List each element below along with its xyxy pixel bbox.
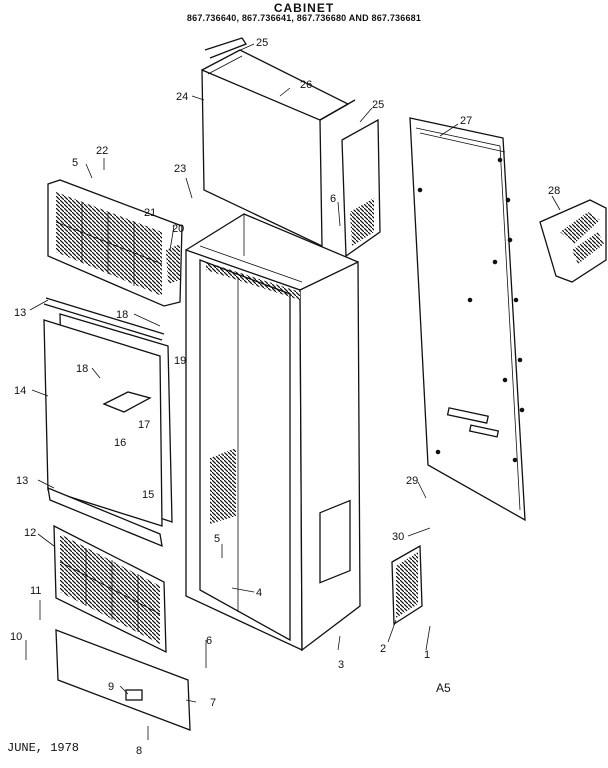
callout-6b: 6: [330, 193, 336, 205]
callout-19: 19: [174, 355, 186, 367]
model-numbers: 867.736640, 867.736641, 867.736680 AND 8…: [186, 13, 422, 23]
callout-13a: 13: [14, 307, 26, 319]
leader-lines: [25, 43, 561, 740]
callout-4: 4: [256, 587, 262, 599]
callout-25b: 25: [372, 99, 384, 111]
callout-6a: 6: [206, 635, 212, 647]
side-grille: [391, 544, 423, 626]
callout-23: 23: [174, 163, 186, 175]
callout-20: 20: [172, 223, 184, 235]
main-cabinet: [185, 213, 361, 652]
callout-16: 16: [114, 437, 126, 449]
callout-5a: 5: [72, 157, 78, 169]
upper-grille: [47, 179, 183, 307]
callout-5b: 5: [214, 533, 220, 545]
callout-1: 1: [424, 649, 430, 661]
callout-7: 7: [210, 697, 216, 709]
callout-labels: 1 2 3 4 5 5 6 6 7 8 9 10 11 12 13 13 14 …: [10, 37, 560, 757]
callout-18b: 18: [76, 363, 88, 375]
kick-panel: [55, 629, 191, 731]
lower-grille: [53, 524, 167, 654]
callout-12: 12: [24, 527, 36, 539]
page-code: A5: [436, 681, 451, 695]
callout-15: 15: [142, 489, 154, 501]
callout-3: 3: [338, 659, 344, 671]
corner-grille-part: [539, 199, 607, 283]
diagram-title: CABINET: [273, 1, 335, 15]
callout-11: 11: [30, 585, 41, 597]
callout-30: 30: [392, 531, 404, 543]
front-panel: [43, 297, 173, 527]
callout-27: 27: [460, 115, 472, 127]
callout-18a: 18: [116, 309, 128, 321]
callout-10: 10: [10, 631, 22, 643]
publication-date: JUNE, 1978: [7, 741, 80, 755]
top-panel-assembly: [201, 37, 381, 258]
callout-25a: 25: [256, 37, 268, 49]
callout-24: 24: [176, 91, 188, 103]
callout-14: 14: [14, 385, 26, 397]
callout-28: 28: [548, 185, 560, 197]
callout-13b: 13: [16, 475, 28, 487]
callout-26: 26: [300, 79, 312, 91]
callout-9: 9: [108, 681, 114, 693]
callout-17: 17: [138, 419, 150, 431]
callout-2: 2: [380, 643, 386, 655]
callout-29: 29: [406, 475, 418, 487]
callout-21: 21: [144, 207, 156, 219]
back-panel: [409, 117, 526, 522]
callout-8: 8: [136, 745, 142, 757]
strip: [47, 486, 163, 548]
callout-22: 22: [96, 145, 108, 157]
